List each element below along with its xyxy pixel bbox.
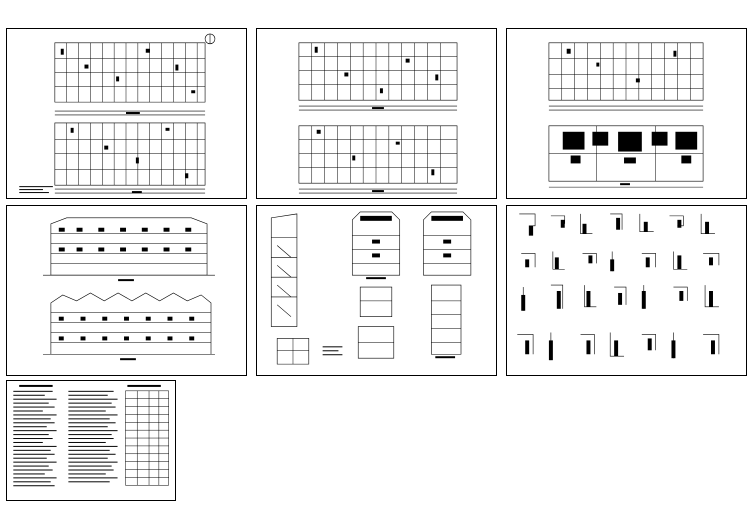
drawing-sheet-floor-and-roof-plans: [506, 28, 747, 199]
section-drawing: [257, 206, 496, 375]
drawing-sheet-construction-details: [506, 205, 747, 376]
elevation-drawing: [7, 206, 246, 361]
drawing-sheet-section-and-side-elevations: [256, 205, 497, 376]
drawing-sheet-floor-plans-1: [6, 28, 247, 199]
floor-plan-drawing: [19, 29, 246, 198]
floor-plan-drawing: [257, 29, 496, 198]
drawing-sheet-floor-plans-2: [256, 28, 497, 199]
drawing-sheet-elevations: [6, 205, 247, 376]
floor-and-roof-plan-drawing: [507, 29, 746, 198]
details-drawing: [507, 206, 746, 361]
notes-and-schedule-drawing: [13, 384, 175, 487]
drawing-sheet-notes-and-schedule: [6, 380, 176, 501]
